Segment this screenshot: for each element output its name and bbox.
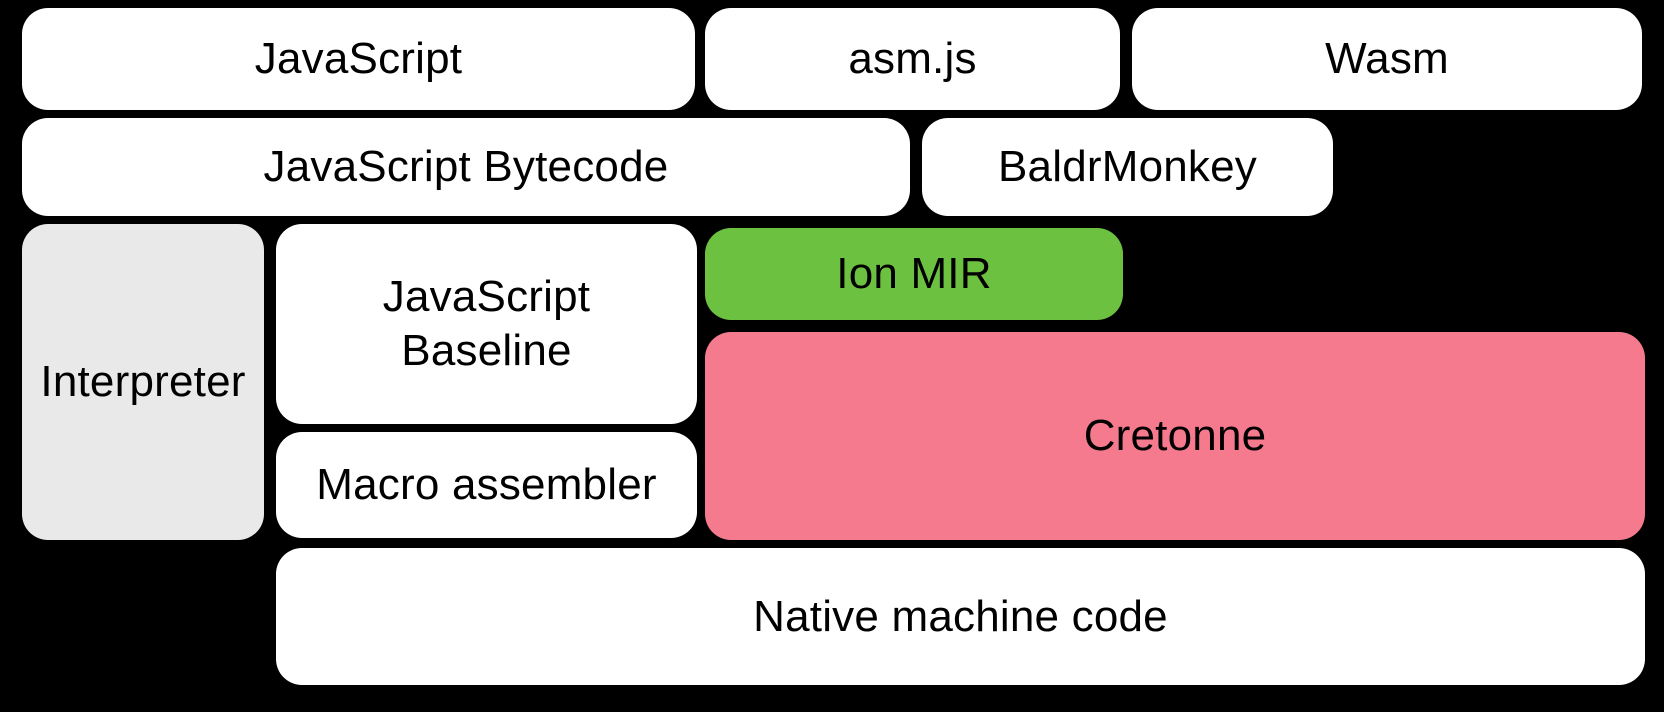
- node-cretonne: Cretonne: [705, 332, 1645, 540]
- node-javascript-baseline: JavaScript Baseline: [276, 224, 697, 424]
- node-macro-assembler: Macro assembler: [276, 432, 697, 538]
- node-baldrmonkey: BaldrMonkey: [922, 118, 1333, 216]
- node-javascript-bytecode: JavaScript Bytecode: [22, 118, 910, 216]
- node-wasm: Wasm: [1132, 8, 1642, 110]
- node-ion-mir: Ion MIR: [705, 228, 1123, 320]
- node-interpreter: Interpreter: [22, 224, 264, 540]
- node-javascript: JavaScript: [22, 8, 695, 110]
- node-native-machine-code: Native machine code: [276, 548, 1645, 685]
- node-asm-js: asm.js: [705, 8, 1120, 110]
